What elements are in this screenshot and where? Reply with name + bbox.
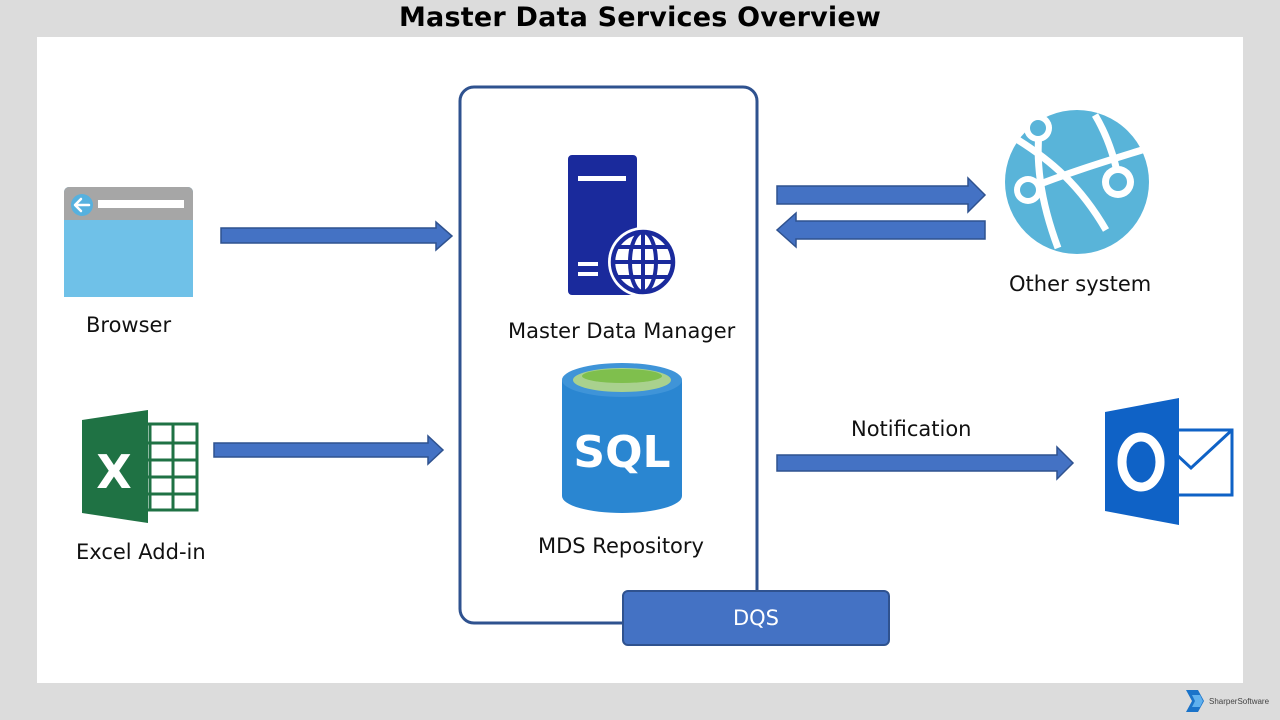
arrow-browser-to-manager (220, 220, 454, 252)
excel-icon: X (82, 410, 199, 523)
globe-network-icon (1005, 110, 1149, 254)
dqs-label: DQS (732, 606, 780, 630)
browser-label: Browser (86, 313, 172, 337)
arrow-other-system-to-manager (775, 211, 986, 249)
notification-label: Notification (851, 417, 972, 441)
arrow-notification-to-outlook (776, 445, 1075, 481)
sql-database-icon: SQL (562, 363, 682, 513)
mds-container (458, 85, 759, 625)
svg-text:SQL: SQL (573, 427, 670, 478)
arrow-excel-to-repository (213, 434, 445, 466)
outlook-icon (1105, 398, 1234, 525)
master-data-manager-label: Master Data Manager (508, 319, 736, 343)
other-system-label: Other system (1009, 272, 1152, 296)
brand-name: SharperSoftware (1209, 697, 1270, 706)
arrow-manager-to-other-system (776, 176, 987, 214)
mds-repository-label: MDS Repository (538, 534, 704, 558)
browser-window-icon (64, 187, 193, 297)
web-server-icon (568, 155, 678, 297)
dqs-box: DQS (622, 590, 890, 646)
page-title: Master Data Services Overview (398, 2, 882, 33)
sharpersoftware-logo-icon (1186, 690, 1204, 712)
excel-addin-label: Excel Add-in (76, 540, 206, 564)
svg-text:X: X (96, 445, 131, 499)
